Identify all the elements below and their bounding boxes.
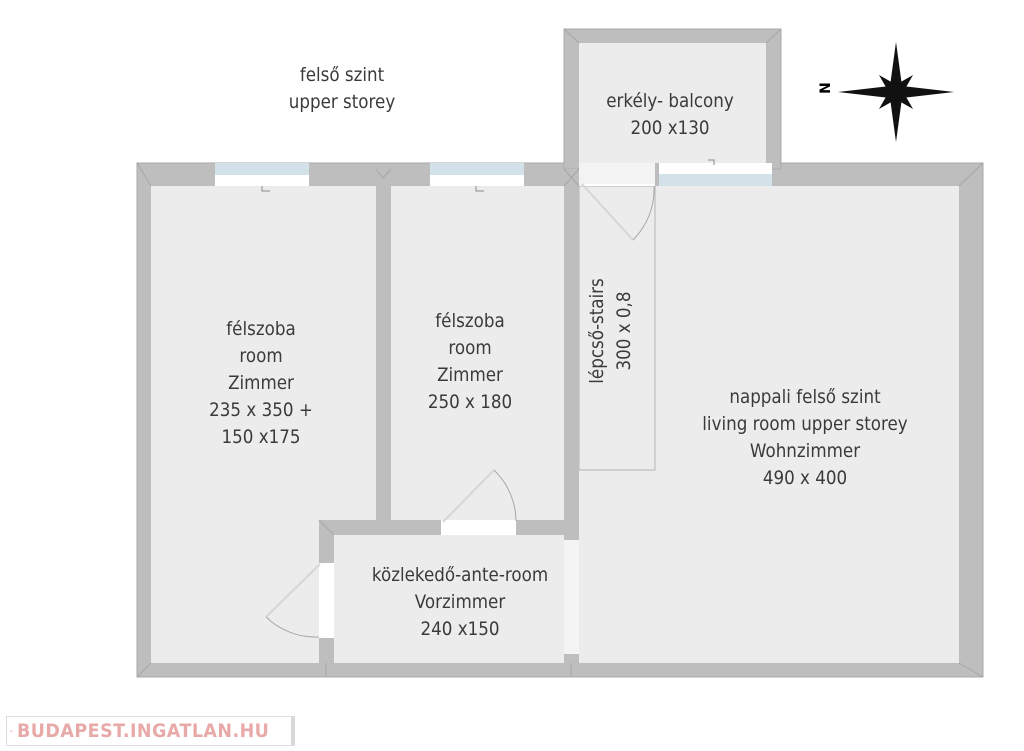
window-room1: [215, 163, 309, 192]
wall-room1-room2: [376, 186, 391, 522]
door-living: [564, 540, 579, 654]
floors: [151, 43, 959, 663]
watermark-text: BUDAPEST.INGATLAN.HU: [16, 720, 270, 742]
storey-label: felső szint upper storey: [280, 62, 403, 116]
stairs-name: lépcső-stairs: [586, 278, 608, 384]
stairs-label: lépcső-stairs 300 x 0,8: [584, 225, 638, 436]
stairs-size: 300 x 0,8: [613, 291, 635, 371]
room2-name-de: Zimmer: [437, 364, 503, 386]
living-name-en: living room upper storey: [702, 413, 908, 435]
room2-label: félszoba room Zimmer 250 x 180: [395, 308, 545, 416]
room2-name-en: room: [448, 337, 492, 359]
anteroom-name: közlekedő-ante-room: [371, 564, 549, 586]
window-room2: [430, 163, 524, 192]
living-size: 490 x 400: [762, 467, 848, 489]
room1-size-extra: 150 x175: [221, 426, 301, 448]
storey-label-en: upper storey: [288, 91, 396, 113]
windows: [215, 159, 772, 192]
room2-floor: [391, 186, 564, 522]
door-room1: [265, 563, 334, 638]
door-balcony: [579, 163, 655, 241]
balcony-size: 200 x130: [630, 117, 710, 139]
room1-name-en: room: [239, 345, 283, 367]
room2-name-hu: félszoba: [435, 310, 505, 332]
storey-label-hu: felső szint: [299, 64, 385, 86]
compass-north-letter: N: [817, 82, 834, 94]
room1-label: félszoba room Zimmer 235 x 350 + 150 x17…: [177, 316, 344, 451]
living-room-label: nappali felső szint living room upper st…: [673, 384, 937, 492]
room1-size: 235 x 350 +: [209, 399, 313, 421]
doors: [265, 163, 655, 654]
compass-rose-icon: [838, 42, 954, 142]
living-name-hu: nappali felső szint: [729, 386, 881, 408]
anteroom-floor: [334, 535, 564, 663]
window-living: [655, 159, 772, 186]
balcony-name: erkély- balcony: [606, 90, 734, 112]
room1-floor-lower: [151, 520, 319, 663]
wall-room2-stairs: [564, 169, 579, 663]
watermark-logo: BUDAPEST.INGATLAN.HU: [6, 716, 295, 746]
anteroom-size: 240 x150: [420, 618, 500, 640]
balcony-floor: [579, 43, 766, 163]
room2-size: 250 x 180: [427, 391, 513, 413]
house-icon: [10, 729, 13, 733]
door-room2: [441, 469, 517, 535]
room1-name-de: Zimmer: [228, 372, 294, 394]
anteroom-name-de: Vorzimmer: [414, 591, 506, 613]
anteroom-label: közlekedő-ante-room Vorzimmer 240 x150: [363, 562, 557, 643]
living-floor: [579, 186, 959, 663]
balcony-label: erkély- balcony 200 x130: [582, 88, 758, 142]
room1-name-hu: félszoba: [226, 318, 296, 340]
living-name-de: Wohnzimmer: [749, 440, 861, 462]
